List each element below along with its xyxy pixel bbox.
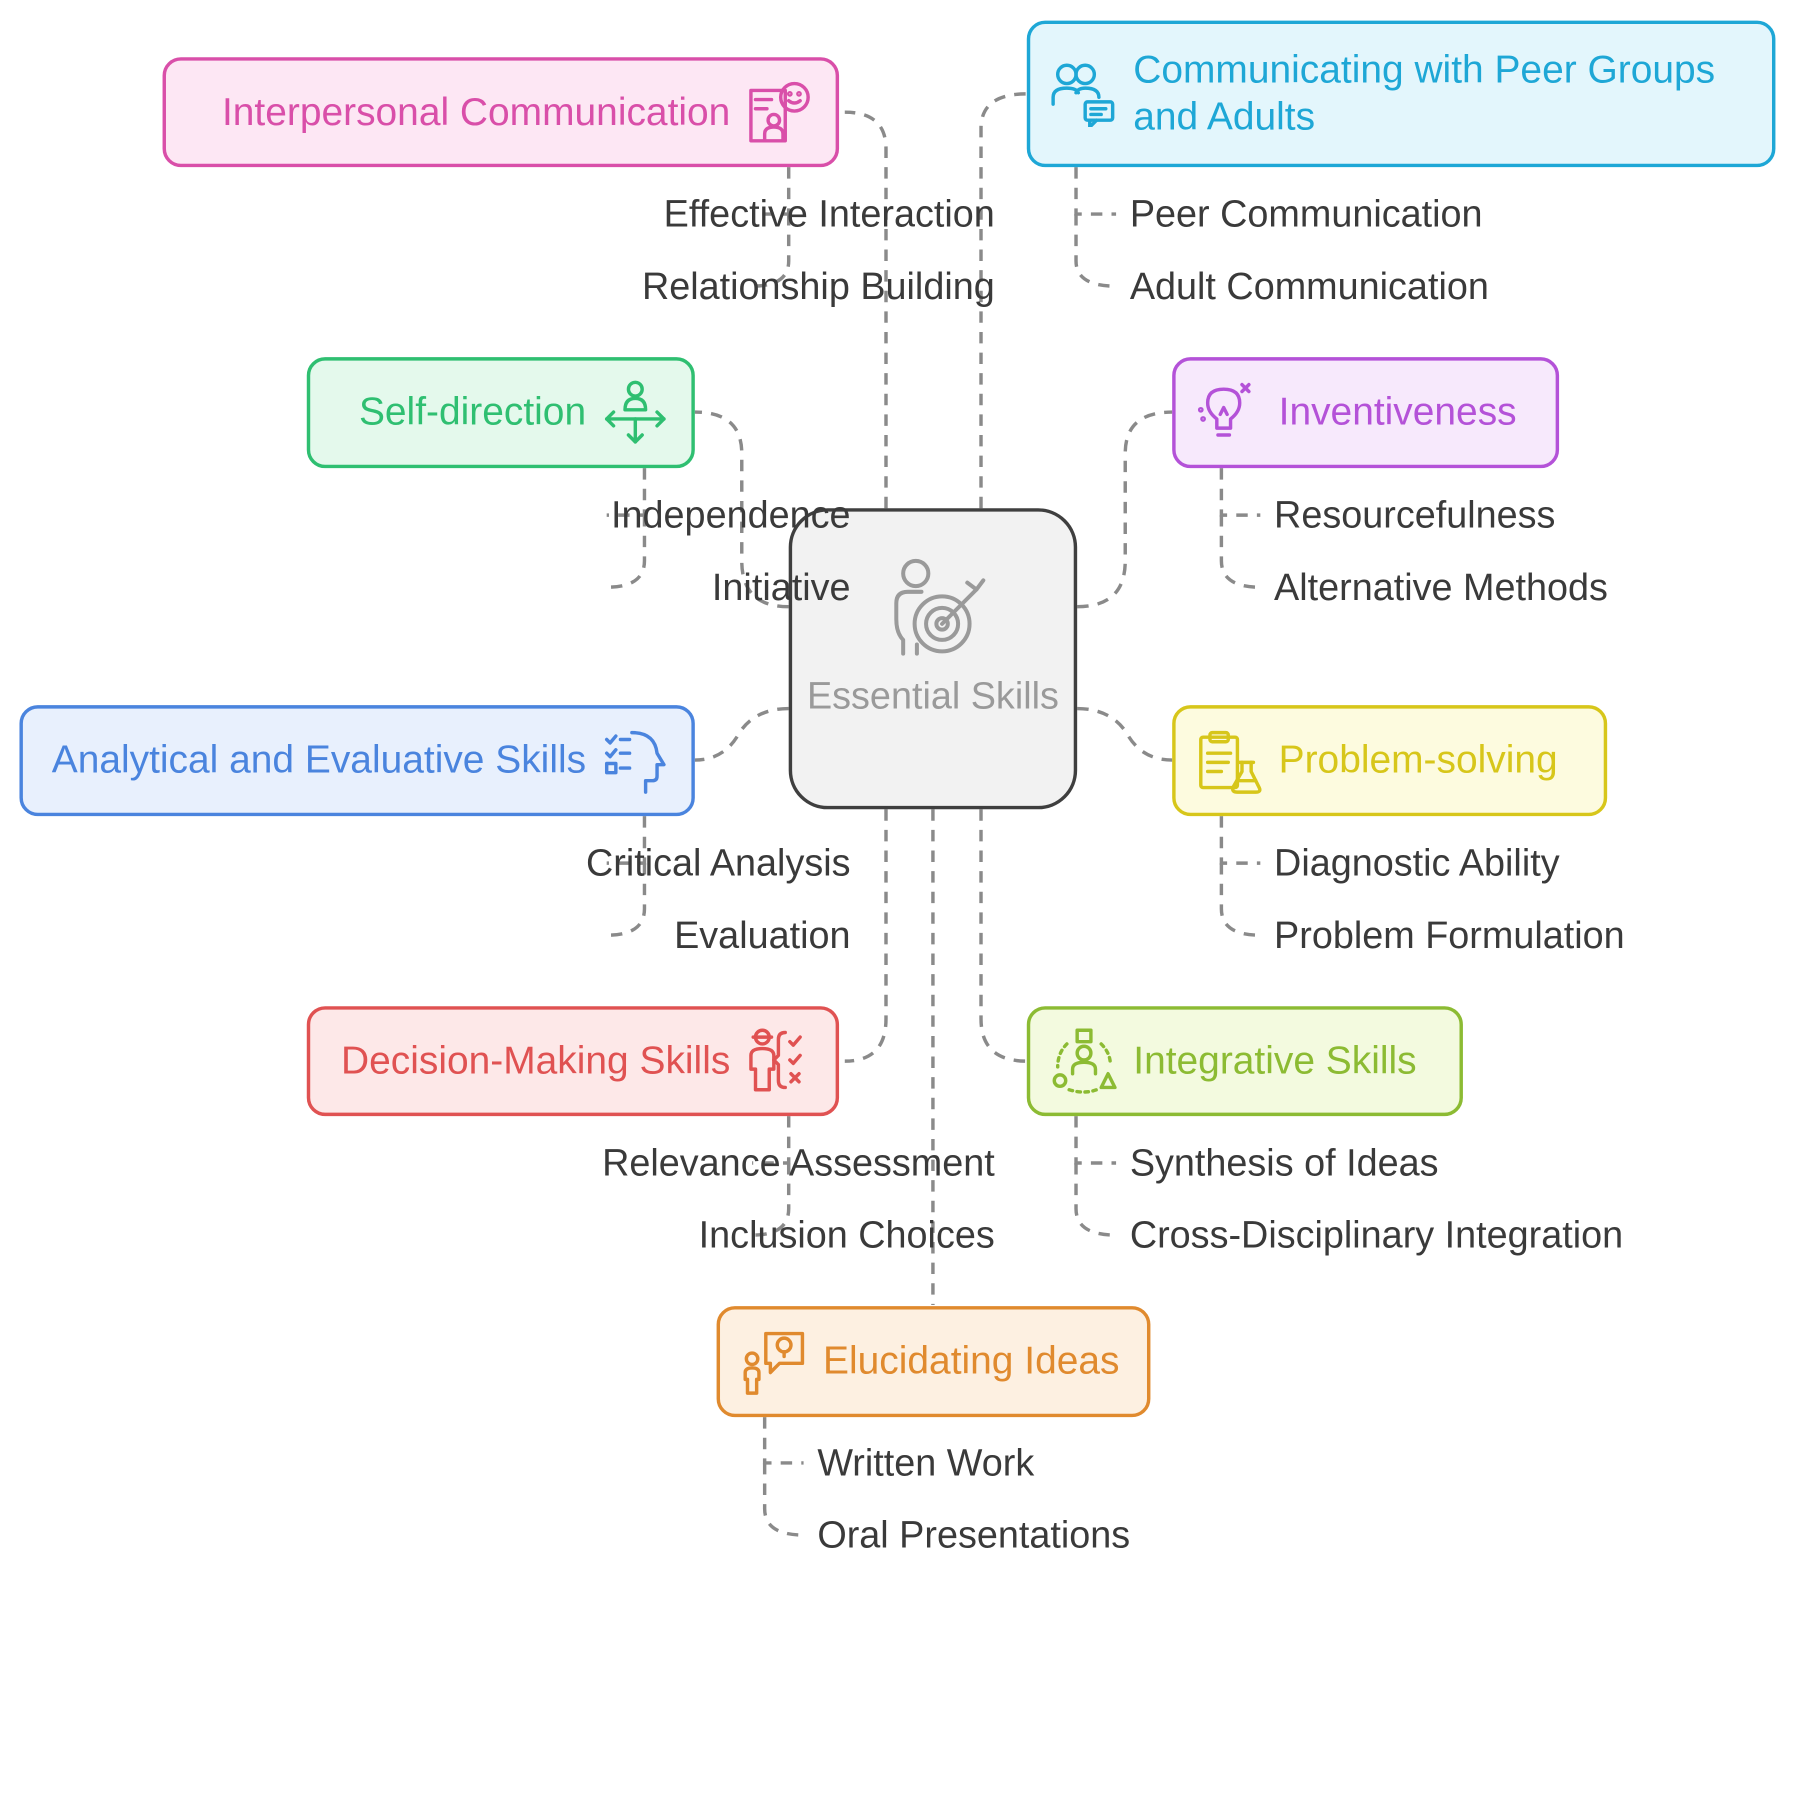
clipboard-flask-icon xyxy=(1196,727,1262,794)
branch-self-direction: Self-direction xyxy=(306,357,695,469)
sub-item: Relevance Assessment xyxy=(602,1141,995,1184)
lightbulb-icon xyxy=(1196,379,1262,445)
sub-item: Problem Formulation xyxy=(1274,913,1625,956)
sub-item: Adult Communication xyxy=(1129,264,1489,307)
person-target-icon xyxy=(885,557,988,660)
sub-item: Effective Interaction xyxy=(663,192,995,235)
branch-decision-making: Decision-Making Skills xyxy=(306,1006,840,1117)
branch-title: Integrative Skills xyxy=(1133,1038,1417,1083)
connector-problem xyxy=(1077,706,1173,762)
sub-item: Resourcefulness xyxy=(1274,493,1556,536)
connector-interpersonal xyxy=(844,110,888,509)
branch-problem-solving: Problem-solving xyxy=(1172,705,1608,817)
people-network-icon xyxy=(1051,1028,1117,1094)
sub-item: Evaluation xyxy=(674,913,851,956)
sub-item: Written Work xyxy=(817,1441,1035,1484)
branch-title: Communicating with Peer Groups and Adult… xyxy=(1133,48,1716,139)
connector-self xyxy=(694,410,789,609)
connector-invent xyxy=(1077,410,1173,609)
sub-item: Diagnostic Ability xyxy=(1274,841,1560,884)
branch-analytical-evaluative: Analytical and Evaluative Skills xyxy=(19,705,695,817)
branch-title: Interpersonal Communication xyxy=(221,89,731,134)
sub-item: Peer Communication xyxy=(1129,192,1483,235)
sub-item: Synthesis of Ideas xyxy=(1129,1141,1439,1184)
sub-item: Critical Analysis xyxy=(585,841,851,884)
branch-title: Analytical and Evaluative Skills xyxy=(51,738,587,782)
person-idea-bubble-icon xyxy=(741,1328,807,1395)
connector-integrative xyxy=(979,809,1027,1063)
presenter-chat-icon xyxy=(746,79,812,145)
central-node: Essential Skills xyxy=(788,508,1078,810)
branch-peer-communication: Communicating with Peer Groups and Adult… xyxy=(1026,20,1776,168)
sub-item: Alternative Methods xyxy=(1274,565,1608,608)
branch-integrative-skills: Integrative Skills xyxy=(1026,1006,1463,1117)
branch-inventiveness: Inventiveness xyxy=(1172,357,1560,469)
sub-item: Inclusion Choices xyxy=(698,1213,995,1256)
sub-item: Relationship Building xyxy=(641,264,995,307)
person-checklist-icon xyxy=(746,1028,812,1094)
person-directions-icon xyxy=(602,379,668,445)
branch-title: Problem-solving xyxy=(1278,738,1558,782)
branch-title: Inventiveness xyxy=(1278,390,1517,434)
group-chat-icon xyxy=(1051,61,1117,129)
connector-analytical xyxy=(694,706,789,762)
connector-peer xyxy=(979,92,1027,509)
sub-item: Independence xyxy=(611,493,851,536)
branch-title: Decision-Making Skills xyxy=(340,1038,731,1083)
branch-elucidating-ideas: Elucidating Ideas xyxy=(716,1306,1151,1418)
connector-decision xyxy=(844,809,888,1063)
head-checklist-icon xyxy=(602,727,668,794)
sub-item: Oral Presentations xyxy=(817,1513,1131,1556)
branch-title: Elucidating Ideas xyxy=(823,1339,1120,1383)
branch-title: Self-direction xyxy=(358,390,587,434)
central-node-title: Essential Skills xyxy=(806,674,1059,717)
sub-item: Initiative xyxy=(711,565,851,608)
branch-interpersonal-communication: Interpersonal Communication xyxy=(162,57,840,168)
sub-item: Cross-Disciplinary Integration xyxy=(1129,1213,1624,1256)
connector-lines xyxy=(606,92,1261,1537)
